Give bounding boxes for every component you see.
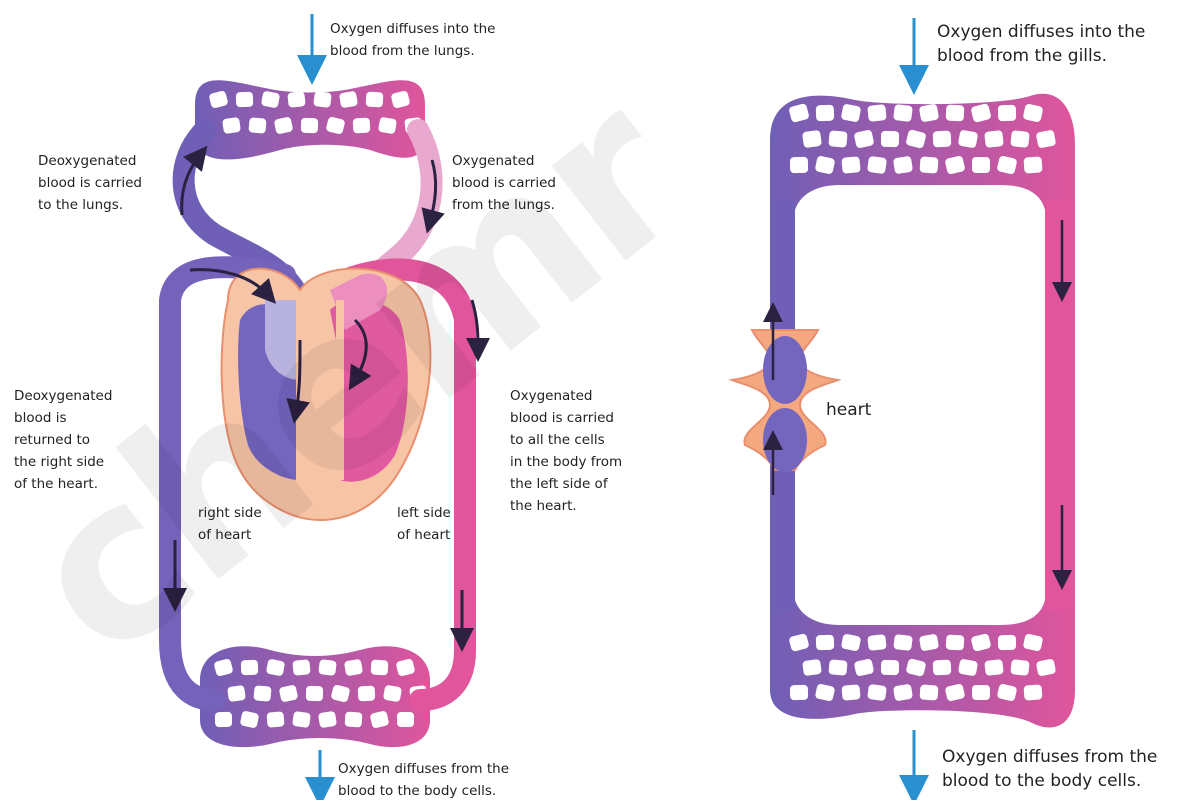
capillary-cell	[841, 156, 860, 174]
body-capillary-bed	[200, 646, 430, 747]
capillary-cell	[919, 156, 938, 173]
capillary-cell	[344, 659, 363, 677]
oxy-to-cells-label: Oxygenated blood is carried to all the c…	[510, 385, 622, 517]
capillary-cell	[306, 686, 323, 701]
capillary-cell	[828, 130, 847, 148]
capillary-cell	[378, 117, 397, 135]
capillary-cell	[339, 91, 358, 109]
capillary-cell	[893, 634, 913, 651]
capillary-cell	[1023, 156, 1042, 173]
capillary-cell	[881, 660, 899, 675]
capillary-cell	[292, 659, 310, 676]
capillary-cell	[318, 711, 337, 728]
body-oxygen-caption: Oxygen diffuses from the blood to the bo…	[338, 758, 509, 802]
capillary-cell	[248, 117, 266, 133]
capillary-cell	[802, 659, 822, 676]
left-side-heart-label: left side of heart	[397, 502, 451, 546]
capillary-cell	[227, 685, 246, 702]
capillary-cell	[366, 92, 384, 108]
deoxy-to-lungs-label: Deoxygenated blood is carried to the lun…	[38, 150, 142, 216]
capillary-cell	[353, 118, 371, 134]
capillary-cell	[292, 711, 311, 728]
capillary-cell	[828, 659, 847, 676]
deoxy-returned-label: Deoxygenated blood is returned to the ri…	[14, 385, 112, 495]
gill-capillary-bed	[770, 94, 1075, 210]
capillary-cell	[946, 105, 965, 122]
capillary-cell	[867, 684, 887, 701]
capillary-cell	[919, 104, 940, 123]
heart-label: heart	[826, 398, 871, 422]
capillary-cell	[344, 711, 362, 727]
capillary-cell	[841, 684, 860, 701]
gills-oxygen-caption: Oxygen diffuses into the blood from the …	[937, 20, 1145, 68]
capillary-cell	[358, 686, 376, 702]
capillary-cell	[867, 634, 886, 651]
capillary-cell	[998, 105, 1016, 121]
capillary-cell	[984, 659, 1004, 676]
fish-heart	[732, 330, 838, 472]
capillary-cell	[397, 712, 414, 727]
capillary-cell	[1023, 684, 1042, 700]
capillary-cell	[946, 635, 965, 651]
capillary-cell	[236, 92, 254, 108]
capillary-cell	[313, 91, 332, 108]
capillary-cell	[933, 660, 952, 676]
capillary-cell	[253, 685, 271, 701]
capillary-cell	[893, 684, 913, 702]
fish-artery	[1045, 200, 1075, 610]
capillary-cell	[1010, 659, 1029, 676]
capillary-cell	[790, 157, 808, 173]
capillary-cell	[893, 104, 913, 122]
capillary-cell	[802, 130, 822, 148]
capillary-cell	[958, 130, 979, 149]
oxy-from-lungs-label: Oxygenated blood is carried from the lun…	[452, 150, 556, 216]
capillary-cell	[301, 118, 318, 133]
capillary-cell	[383, 685, 402, 703]
lungs-oxygen-caption: Oxygen diffuses into the blood from the …	[330, 18, 495, 62]
lung-capillary-bed	[195, 80, 425, 159]
capillary-cell	[893, 156, 913, 175]
capillary-cell	[241, 660, 259, 676]
capillary-cell	[984, 130, 1004, 148]
fish-body-capillary-bed	[770, 600, 1075, 727]
fish-flow-arrows	[773, 220, 1062, 580]
capillary-cell	[867, 104, 887, 122]
capillary-cell	[371, 660, 389, 676]
capillary-cell	[972, 685, 990, 700]
capillary-cell	[318, 659, 337, 676]
capillary-cell	[919, 684, 938, 700]
capillary-cell	[933, 131, 952, 148]
capillary-cell	[867, 156, 887, 174]
capillary-cell	[972, 157, 990, 173]
capillary-cell	[222, 117, 241, 134]
capillary-cell	[790, 685, 808, 700]
capillary-cell	[287, 91, 305, 108]
capillary-cell	[998, 635, 1016, 650]
heart-double	[222, 269, 431, 520]
capillary-cell	[881, 131, 899, 147]
capillary-cell	[816, 635, 835, 651]
fish-body-oxygen-caption: Oxygen diffuses from the blood to the bo…	[942, 745, 1157, 793]
capillary-cell	[816, 105, 835, 122]
capillary-cell	[215, 712, 232, 727]
capillary-cell	[1010, 130, 1030, 148]
right-side-heart-label: right side of heart	[198, 502, 262, 546]
capillary-cell	[266, 711, 284, 727]
